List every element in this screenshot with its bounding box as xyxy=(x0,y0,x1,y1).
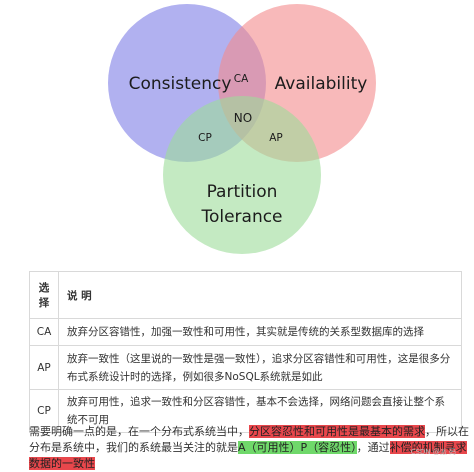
row-option: CA xyxy=(29,318,59,346)
circle-label-consistency: Consistency xyxy=(129,74,232,94)
paragraph-text-2: ，所以在分布是系统中，我们的系统最当关注的就是 xyxy=(29,425,469,454)
intersection-label-center: NO xyxy=(234,111,252,125)
cap-venn-diagram: Consistency Availability Partition Toler… xyxy=(108,4,376,254)
explanation-paragraph: 需要明确一点的是，在一个分布式系统当中，分区容忍性和可用性是最基本的需求，所以在… xyxy=(29,424,469,472)
venn-circles xyxy=(108,4,376,254)
table-header-row: 选择 说 明 xyxy=(29,271,462,319)
row-description: 放弃一致性（这里说的一致性是强一致性），追求分区容错性和可用性，这是很多分布式系… xyxy=(58,345,462,390)
circle-label-partition: Partition xyxy=(207,182,278,202)
table-row: CA 放弃分区容错性，加强一致性和可用性，其实就是传统的关系型数据库的选择 xyxy=(29,318,462,346)
table-row: CP 放弃可用性，追求一致性和分区容错性，基本不会选择，网络问题会直接让整个系统… xyxy=(29,389,462,433)
paragraph-text-1: 需要明确一点的是，在一个分布式系统当中， xyxy=(29,425,249,438)
table-row: AP 放弃一致性（这里说的一致性是强一致性），追求分区容错性和可用性，这是很多分… xyxy=(29,345,462,390)
watermark: CSDN @派 码 xyxy=(410,448,456,456)
intersection-label-ap: AP xyxy=(269,132,283,144)
cap-choice-table: 选择 说 明 CA 放弃分区容错性，加强一致性和可用性，其实就是传统的关系型数据… xyxy=(29,271,462,433)
intersection-label-cp: CP xyxy=(198,132,212,144)
venn-labels: Consistency Availability Partition Toler… xyxy=(129,73,368,227)
circle-partition-tolerance xyxy=(163,96,321,254)
paragraph-text-3: ，通过 xyxy=(356,441,390,454)
intersection-label-ca: CA xyxy=(234,73,249,85)
row-option: AP xyxy=(29,345,59,390)
row-description: 放弃分区容错性，加强一致性和可用性，其实就是传统的关系型数据库的选择 xyxy=(58,318,462,346)
header-description: 说 明 xyxy=(58,271,462,319)
highlight-green: A（可用性）P（容忍性） xyxy=(238,441,357,454)
row-option: CP xyxy=(29,389,59,433)
circle-label-tolerance: Tolerance xyxy=(200,207,282,227)
header-choice: 选择 xyxy=(29,271,59,319)
circle-label-availability: Availability xyxy=(275,74,368,94)
highlight-red: 分区容忍性和可用性是最基本的需求 xyxy=(249,425,425,438)
